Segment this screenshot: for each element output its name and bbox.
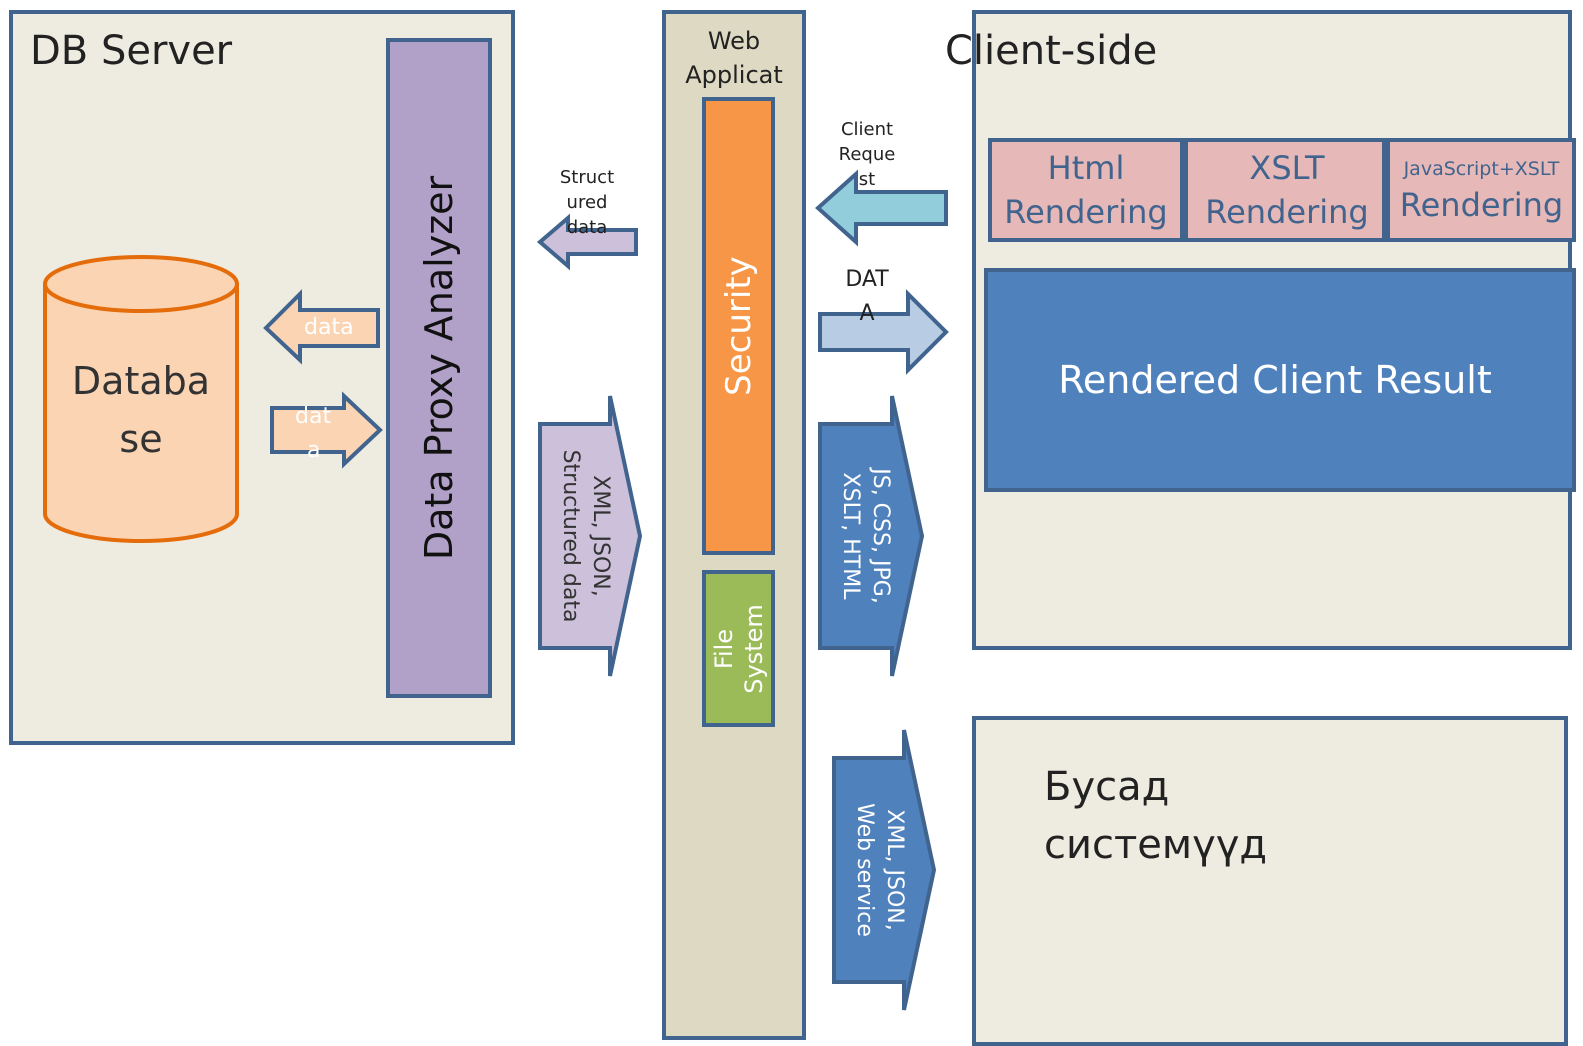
other-systems-line1: Бусад (1044, 764, 1170, 810)
other-systems-label: Бусад системүүд (1044, 758, 1267, 874)
structured-data-line2: ured (566, 192, 608, 213)
data-right-arrow-label-line1: dat (295, 404, 332, 429)
client-request-line3: st (858, 169, 876, 190)
html-rendering-box (988, 138, 1184, 242)
database-label-line1: Databa (71, 359, 211, 403)
client-request-label: Client Reque st (830, 117, 904, 192)
xml-json-structured-label-box: XML, JSON, Structured data (540, 424, 630, 648)
data-right-arrow-label-line2: a (307, 438, 321, 463)
js-css-label-box: JS, CSS, JPG, XSLT, HTML (820, 424, 910, 648)
client-request-arrow (815, 169, 948, 247)
xml-json-webservice-arrow (832, 729, 937, 1011)
data-upper-label: DAT A (830, 263, 904, 331)
database-label-line2: se (119, 417, 163, 461)
client-request-line1: Client (840, 119, 894, 140)
xml-json-structured-arrow (538, 395, 643, 677)
html-rendering-line2: Rendering (1004, 193, 1168, 231)
xml-json-webservice-line2: Web service (852, 803, 877, 937)
data-right-arrow (270, 391, 383, 469)
structured-data-line3: data (566, 217, 608, 238)
html-rendering-line1: Html (1047, 149, 1125, 187)
data-left-arrow-label: data (304, 315, 354, 340)
structured-data-label: Struct ured data (550, 165, 624, 240)
other-systems-line2: системүүд (1044, 822, 1268, 868)
security-block: Security (702, 97, 775, 555)
data-upper-line1: DAT (845, 267, 889, 292)
xml-json-webservice-label-box: XML, JSON, Web service (834, 758, 924, 982)
xml-json-structured-label: XML, JSON, Structured data (555, 450, 615, 623)
data-right-arrow-label: dat a (295, 400, 331, 468)
structured-data-line1: Struct (559, 167, 615, 188)
file-system-block: File System (702, 570, 775, 727)
xslt-rendering-line1: XSLT (1249, 149, 1325, 187)
data-upper-arrow (818, 289, 949, 375)
client-side-title: Client-side (945, 28, 1158, 74)
js-rendering-line1: JavaScript+XSLT (1403, 158, 1560, 180)
xml-json-structured-line2: Structured data (558, 449, 583, 623)
web-application-title-line2: Applicat (685, 61, 783, 89)
js-css-line2: XSLT, HTML (838, 472, 863, 600)
web-application-title: Web Applicat (666, 24, 802, 92)
rendered-client-result-label: Rendered Client Result (1058, 358, 1492, 402)
client-request-line2: Reque (838, 144, 896, 165)
xslt-rendering-label: XSLT Rendering (1188, 146, 1386, 234)
js-rendering-box (1386, 138, 1576, 242)
data-proxy-analyzer: Data Proxy Analyzer (386, 38, 492, 698)
js-css-label: JS, CSS, JPG, XSLT, HTML (835, 468, 895, 604)
data-left-arrow (263, 289, 380, 365)
xml-json-webservice-line1: XML, JSON, (882, 809, 907, 931)
rendered-client-result (984, 268, 1576, 492)
xslt-rendering-box (1184, 138, 1386, 242)
html-rendering-label: Html Rendering (988, 146, 1184, 234)
js-css-arrow (818, 395, 925, 677)
db-server-title: DB Server (30, 28, 233, 74)
xml-json-structured-line1: XML, JSON, (588, 475, 613, 597)
other-systems-panel (972, 716, 1568, 1046)
web-application-title-line1: Web (707, 27, 761, 55)
js-rendering-label: JavaScript+XSLT Rendering (1390, 154, 1573, 226)
xslt-rendering-line2: Rendering (1205, 193, 1369, 231)
structured-data-arrow (536, 213, 638, 271)
database-label: Databa se (45, 350, 237, 470)
js-css-line1: JS, CSS, JPG, (868, 468, 893, 604)
xml-json-webservice-label: XML, JSON, Web service (849, 803, 909, 937)
js-rendering-line2: Rendering (1399, 186, 1564, 224)
data-upper-line2: A (859, 301, 875, 326)
